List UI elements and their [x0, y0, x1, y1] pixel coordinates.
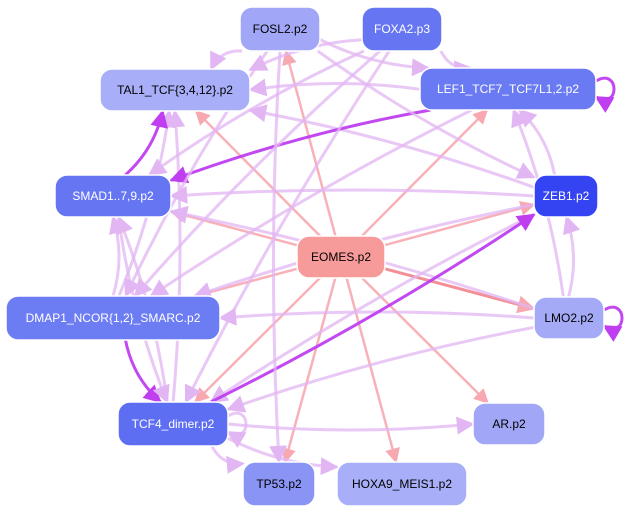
node-tal1-label: TAL1_TCF{3,4,12}.p2 [117, 83, 233, 97]
edge-foxa2-to-tcf4 [184, 50, 391, 404]
node-tp53-box [242, 461, 316, 507]
node-zeb1-box [533, 174, 599, 218]
edge-fosl2-to-tp53 [269, 50, 288, 464]
edge-smad-to-tal1 [124, 109, 169, 177]
node-tcf4[interactable]: TCF4_dimer.p2 [117, 401, 229, 447]
node-ar-box [472, 402, 546, 446]
node-dmap1-label: DMAP1_NCOR{1,2}_SMARC.p2 [26, 311, 201, 325]
node-hoxa9-label: HOXA9_MEIS1.p2 [352, 477, 452, 491]
edge-zeb1-to-tal1 [248, 104, 535, 189]
node-eomes-label: EOMES.p2 [311, 250, 371, 264]
node-tal1-box [99, 68, 251, 112]
edge-lmo2-to-tcf4 [226, 325, 535, 413]
node-foxa2-box [361, 6, 443, 52]
edge-lmo2-to-lmo2 [602, 305, 624, 342]
node-dmap1[interactable]: DMAP1_NCOR{1,2}_SMARC.p2 [5, 295, 221, 341]
node-tal1[interactable]: TAL1_TCF{3,4,12}.p2 [99, 68, 251, 112]
node-eomes[interactable]: EOMES.p2 [296, 235, 386, 279]
edge-dmap1-to-smad [109, 215, 127, 297]
node-eomes-box [296, 235, 386, 279]
node-smad-box [54, 174, 172, 218]
node-ar-label: AR.p2 [492, 417, 526, 431]
edge-lmo2-to-zeb1 [562, 215, 581, 298]
node-dmap1-box [5, 295, 221, 341]
edge-zeb1-to-tcf4 [209, 213, 535, 404]
edge-zeb1-to-smad [169, 185, 535, 204]
node-fosl2[interactable]: FOSL2.p2 [239, 6, 321, 52]
node-foxa2[interactable]: FOXA2.p3 [361, 6, 443, 52]
edges-layer [109, 38, 624, 476]
node-lmo2-box [533, 296, 605, 340]
edge-tcf4-to-tcf4 [226, 411, 248, 448]
edge-eomes-to-fosl2 [282, 49, 337, 237]
edge-eomes-to-tcf4 [194, 277, 321, 404]
edge-lef1-to-lef1 [594, 76, 616, 113]
edge-eomes-to-hoxa9 [345, 277, 400, 464]
node-lef1[interactable]: LEF1_TCF7_TCF7L1,2.p2 [419, 67, 597, 111]
node-hoxa9[interactable]: HOXA9_MEIS1.p2 [336, 461, 468, 507]
node-lef1-box [419, 67, 597, 111]
node-ar[interactable]: AR.p2 [472, 402, 546, 446]
edge-eomes-to-lef1 [361, 108, 489, 237]
node-tp53-label: TP53.p2 [256, 477, 302, 491]
node-lmo2-label: LMO2.p2 [544, 311, 594, 325]
edge-foxa2-to-dmap1 [133, 49, 381, 298]
node-lmo2[interactable]: LMO2.p2 [533, 296, 605, 340]
edge-foxa2-to-lef1 [439, 50, 473, 79]
node-tp53[interactable]: TP53.p2 [242, 461, 316, 507]
node-hoxa9-box [336, 461, 468, 507]
node-lef1-label: LEF1_TCF7_TCF7L1,2.p2 [437, 82, 579, 96]
edge-fosl2-to-zeb1 [316, 49, 536, 179]
edge-lef1-to-tal1 [248, 78, 421, 97]
edge-tcf4-to-tp53 [210, 445, 245, 474]
edge-eomes-to-ar [361, 277, 489, 405]
edge-lef1-to-smad [169, 108, 431, 184]
edge-fosl2-to-lef1 [319, 38, 430, 77]
edge-tcf4-to-ar [227, 416, 475, 435]
node-zeb1[interactable]: ZEB1.p2 [533, 174, 599, 218]
node-smad[interactable]: SMAD1..7,9.p2 [54, 174, 172, 218]
edge-fosl2-to-tal1 [209, 49, 243, 71]
node-tcf4-box [117, 401, 229, 447]
edge-tcf4-to-zeb1 [210, 213, 536, 404]
node-fosl2-box [239, 6, 321, 52]
node-smad-label: SMAD1..7,9.p2 [72, 189, 154, 203]
node-tcf4-label: TCF4_dimer.p2 [132, 417, 215, 431]
edge-eomes-to-tp53 [281, 277, 337, 464]
edge-lef1-to-dmap1 [149, 108, 473, 298]
node-zeb1-label: ZEB1.p2 [543, 189, 590, 203]
edge-eomes-to-tal1 [194, 109, 321, 237]
edge-tcf4-to-tal1 [167, 109, 186, 403]
node-foxa2-label: FOXA2.p3 [374, 22, 430, 36]
node-fosl2-label: FOSL2.p2 [253, 22, 308, 36]
